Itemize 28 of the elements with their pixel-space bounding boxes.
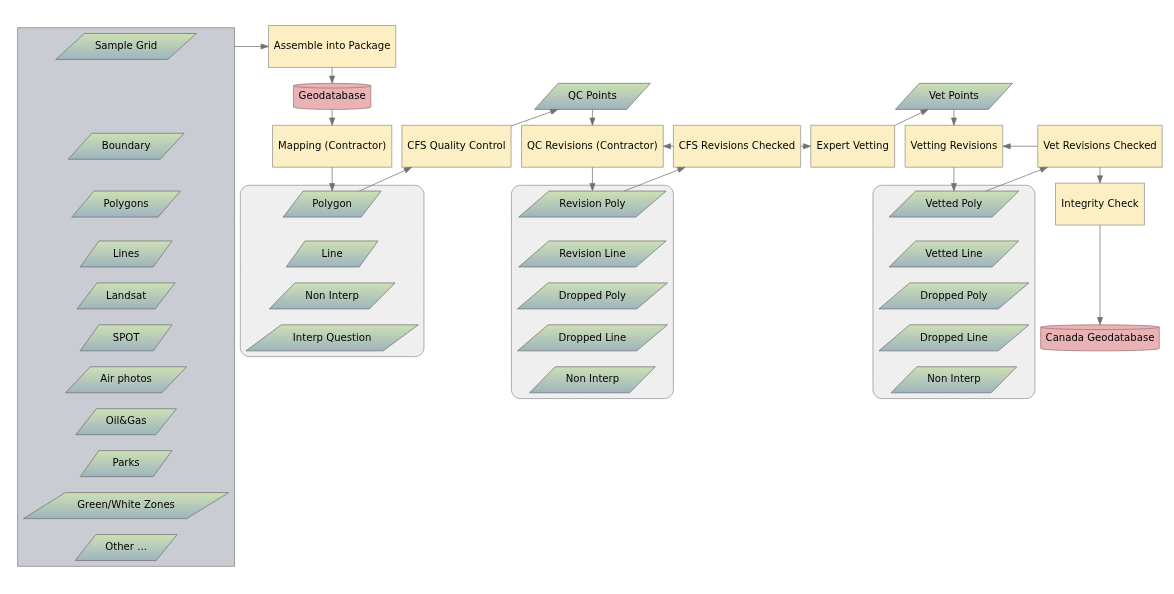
arrow: [359, 166, 412, 192]
arrow: [662, 143, 674, 150]
arrow: [329, 109, 336, 126]
arrow: [510, 109, 559, 127]
arrow: [894, 109, 929, 126]
arrow: [623, 166, 686, 192]
arrow: [589, 109, 596, 126]
arrow: [1097, 166, 1103, 184]
node-box: Vetting Revisions: [904, 124, 1004, 168]
arrow: [800, 143, 812, 150]
arrow: [1097, 224, 1103, 326]
arrow: [589, 166, 596, 192]
node-box: Mapping (Contractor): [272, 124, 393, 168]
arrow: [1002, 143, 1038, 150]
cluster: [17, 27, 235, 567]
arrow: [329, 166, 336, 192]
node-box: Assemble into Package: [268, 25, 397, 68]
node-box: Expert Vetting: [810, 124, 895, 168]
node-box: CFS Revisions Checked: [673, 124, 801, 168]
node-box: QC Revisions (Contractor): [521, 124, 664, 168]
arrow: [234, 43, 269, 50]
arrow: [951, 109, 957, 126]
arrow: [951, 166, 957, 192]
arrow: [985, 166, 1048, 192]
node-box: CFS Quality Control: [401, 124, 512, 168]
arrow: [329, 67, 336, 84]
node-box: Vet Revisions Checked: [1037, 124, 1163, 168]
node-box: Integrity Check: [1055, 182, 1145, 226]
